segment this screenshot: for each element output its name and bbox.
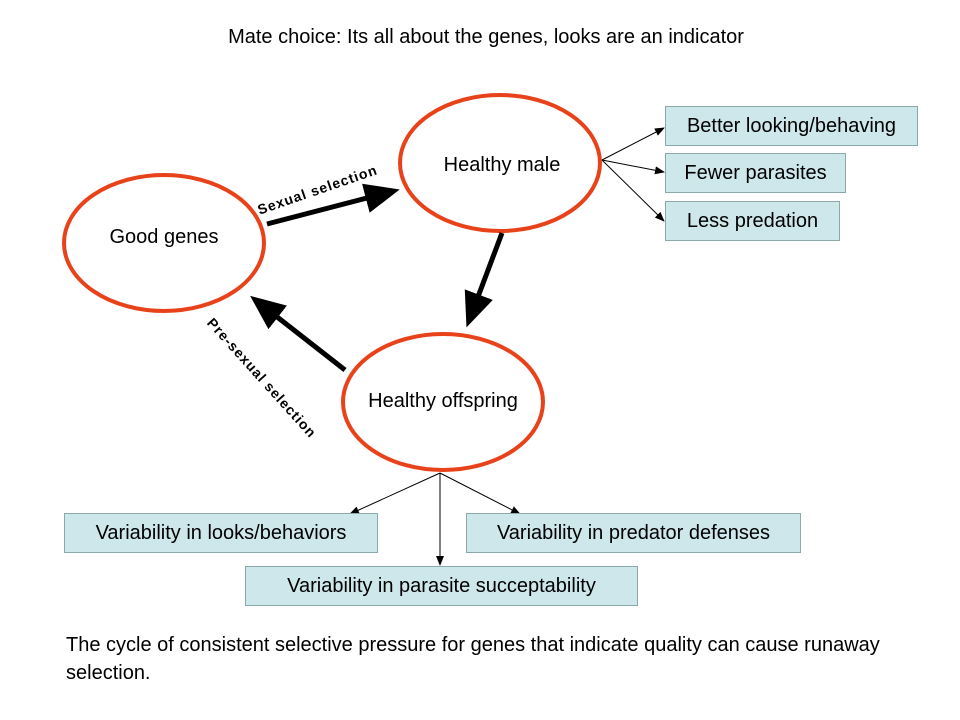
healthy-offspring-ellipse — [341, 332, 545, 472]
offspring-looks-box: Variability in looks/behaviors — [64, 513, 378, 553]
male-to-offspring-arrow — [464, 232, 505, 328]
male-trait-box-3: Less predation — [665, 201, 840, 241]
male-trait-box-1: Better looking/behaving — [665, 106, 918, 146]
offspring-trait-arrow-3 — [439, 472, 521, 515]
good-genes-label: Good genes — [109, 226, 219, 248]
male-trait-arrow-1 — [601, 127, 665, 161]
diagram-title: Mate choice: Its all about the genes, lo… — [228, 26, 744, 48]
pre-sexual-selection-arrow — [250, 295, 347, 372]
male-trait-arrow-2 — [601, 159, 665, 175]
male-trait-arrow-3 — [601, 159, 665, 222]
footer-note: The cycle of consistent selective pressu… — [66, 634, 880, 684]
offspring-parasite-box: Variability in parasite succeptability — [245, 566, 638, 606]
male-trait-box-2: Fewer parasites — [665, 153, 846, 193]
offspring-trait-arrow-1 — [349, 472, 441, 515]
sexual-selection-arrow — [266, 183, 400, 227]
good-genes-ellipse — [62, 173, 266, 313]
healthy-male-ellipse — [398, 93, 602, 233]
healthy-male-label: Healthy male — [443, 154, 561, 176]
offspring-predator-box: Variability in predator defenses — [466, 513, 801, 553]
healthy-offspring-label: Healthy offspring — [368, 390, 518, 412]
